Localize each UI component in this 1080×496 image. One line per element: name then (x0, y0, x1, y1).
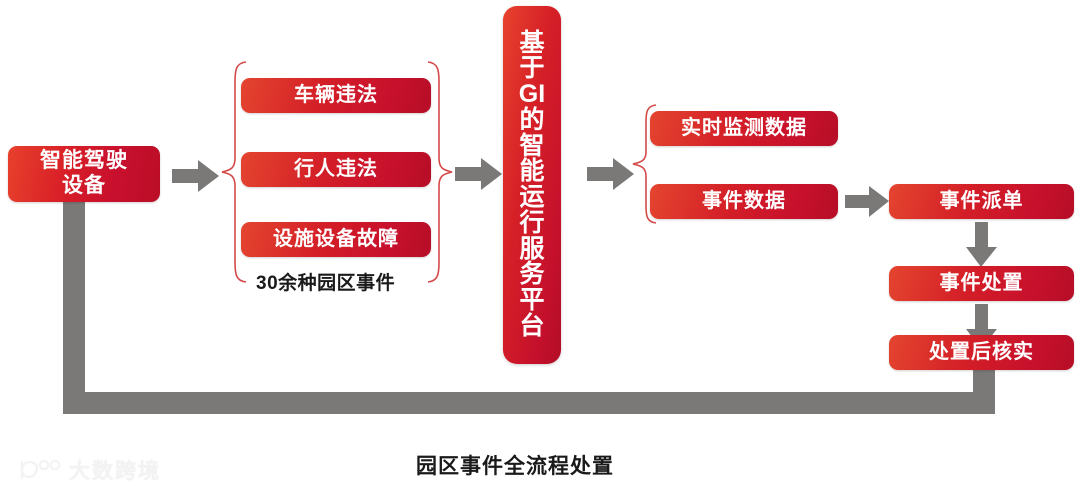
platform-char-4: 智 (519, 131, 545, 160)
platform-char-3: 的 (519, 105, 545, 134)
event-box-2-label: 行人违法 (294, 157, 378, 180)
process-box-2[interactable]: 事件处置 (889, 266, 1074, 301)
data-box-2[interactable]: 事件数据 (650, 184, 838, 219)
data-box-1[interactable]: 实时监测数据 (650, 111, 838, 146)
source-box-line2: 设备 (62, 174, 106, 197)
platform-char-5: 能 (519, 157, 545, 186)
watermark: 大数跨境 (18, 455, 161, 485)
process-box-1-label: 事件派单 (939, 189, 1024, 212)
watermark-logo-icon (20, 459, 61, 479)
platform-char-11: 台 (519, 311, 545, 340)
diagram-title: 园区事件全流程处置 (416, 455, 614, 478)
data-box-1-label: 实时监测数据 (681, 116, 807, 139)
process-box-3-label: 处置后核实 (929, 340, 1034, 363)
platform-char-6: 运 (519, 183, 545, 211)
data-box-2-label: 事件数据 (702, 189, 786, 212)
source-box-label: 智能驾驶 设备 (40, 149, 128, 199)
platform-char-0: 基 (519, 28, 545, 57)
platform-char-10: 平 (519, 286, 545, 314)
event-box-1-label: 车辆违法 (294, 83, 378, 106)
arrow-dispatch-to-handle (966, 222, 997, 267)
source-box[interactable]: 智能驾驶 设备 (8, 146, 160, 202)
process-box-3[interactable]: 处置后核实 (889, 335, 1074, 370)
watermark-text: 大数跨境 (69, 460, 161, 483)
event-box-1[interactable]: 车辆违法 (241, 78, 431, 113)
arrow-platform-to-data (587, 158, 634, 190)
platform-char-8: 服 (519, 234, 545, 263)
platform-char-9: 务 (519, 260, 545, 289)
process-box-1[interactable]: 事件派单 (889, 184, 1074, 219)
event-box-2[interactable]: 行人违法 (241, 152, 431, 187)
platform-char-1: 于 (519, 54, 545, 83)
arrow-events-to-platform (455, 158, 502, 190)
event-box-3[interactable]: 设施设备故障 (241, 222, 431, 257)
event-group-caption: 30余种园区事件 (256, 273, 396, 294)
arrow-source-to-events (172, 160, 219, 192)
arrow-data-to-dispatch (845, 186, 889, 217)
event-box-3-label: 设施设备故障 (273, 227, 399, 250)
source-box-line1: 智能驾驶 (40, 149, 128, 173)
platform-box[interactable]: 基 于 GI 的 智 能 运 行 服 务 平 台 (503, 6, 561, 364)
platform-char-7: 行 (519, 208, 545, 237)
process-box-2-label: 事件处置 (939, 271, 1024, 294)
platform-char-2: GI (518, 80, 546, 108)
